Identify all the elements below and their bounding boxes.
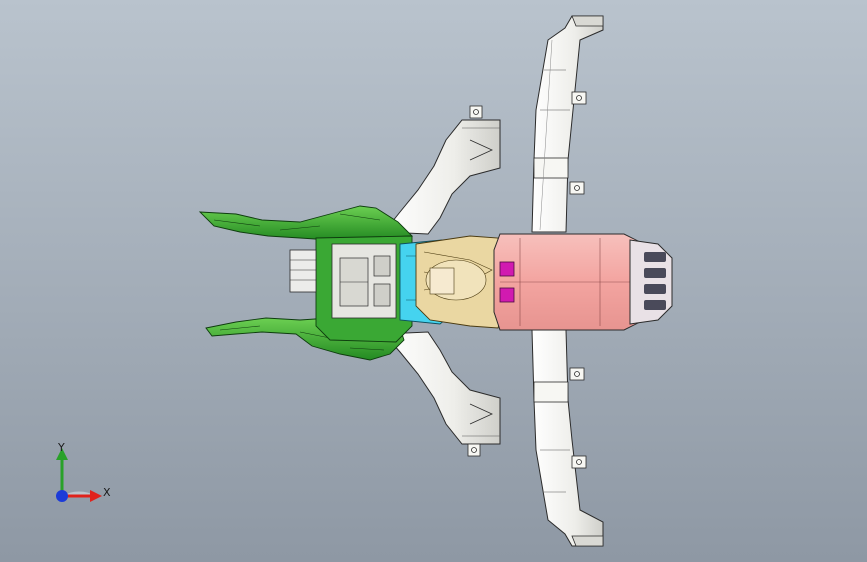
main-duct-lower[interactable] [531, 329, 604, 547]
vent-outlet [499, 261, 515, 303]
coordinate-triad [40, 438, 120, 518]
blower-housing[interactable] [415, 235, 505, 329]
duct-mount-tab [571, 91, 587, 105]
electronic-module[interactable] [289, 249, 317, 293]
green-frame-upper-arm[interactable] [198, 205, 414, 241]
duct-mount-tab [469, 105, 483, 119]
hvac-case[interactable] [493, 233, 641, 331]
side-duct-lower[interactable] [382, 331, 501, 457]
y-axis-label: Y [58, 441, 65, 454]
duct-mount-tab [571, 455, 587, 469]
duct-mount-tab [467, 443, 481, 457]
z-axis-dot [56, 490, 68, 502]
green-frame-body[interactable] [315, 235, 413, 343]
side-duct-upper[interactable] [382, 105, 501, 235]
main-duct-upper[interactable] [531, 15, 604, 233]
x-axis-label: X [103, 486, 111, 499]
axis-arrows [56, 448, 102, 502]
duct-mount-tab [569, 181, 585, 195]
hvac-endcap[interactable] [629, 239, 673, 325]
duct-mount-tab [569, 367, 585, 381]
